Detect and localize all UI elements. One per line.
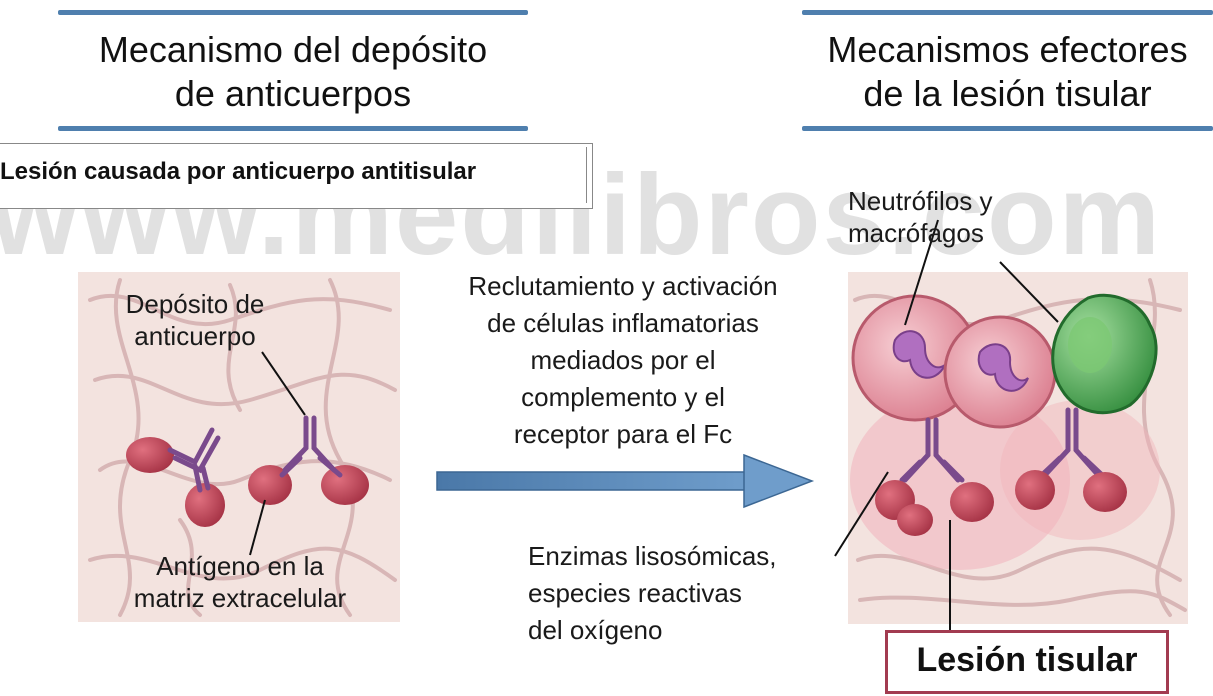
antigen-1b bbox=[185, 483, 225, 527]
antigen-2b bbox=[321, 465, 369, 505]
label-enzymes-2: especies reactivas bbox=[528, 578, 742, 608]
right-complex-2 bbox=[1015, 407, 1127, 512]
label-neutrophils-1: Neutrófilos y bbox=[848, 186, 993, 216]
header-right-title: Mecanismos efectores de la lesión tisula… bbox=[802, 28, 1213, 116]
label-enzymes-3: del oxígeno bbox=[528, 615, 663, 645]
subtitle-box-inner bbox=[0, 147, 587, 203]
label-recruitment-3: mediados por el bbox=[530, 345, 716, 375]
subtitle: Lesión causada por anticuerpo antitisula… bbox=[0, 158, 477, 185]
label-antibody-deposit-1: Depósito de bbox=[125, 289, 265, 319]
header-left-bottom-line bbox=[58, 126, 528, 131]
header-right-line2: de la lesión tisular bbox=[863, 73, 1152, 114]
antigen-1a bbox=[126, 437, 174, 473]
label-recruitment: Reclutamiento y activación de células in… bbox=[408, 268, 838, 453]
right-complex-1 bbox=[875, 417, 994, 536]
label-enzymes-1: Enzimas lisosómicas, bbox=[528, 541, 777, 571]
macrophage bbox=[1051, 293, 1158, 415]
left-fibers bbox=[88, 278, 397, 617]
label-antibody-deposit: Depósito de anticuerpo bbox=[90, 288, 300, 352]
label-antigen-matrix-1: Antígeno en la bbox=[156, 551, 324, 581]
header-left-top-line bbox=[58, 10, 528, 15]
label-antigen-matrix-2: matriz extracelular bbox=[133, 583, 347, 613]
antigen-antibody-complex-2 bbox=[248, 415, 369, 505]
label-enzymes: Enzimas lisosómicas, especies reactivas … bbox=[528, 538, 858, 649]
header-left-line1: Mecanismo del depósito bbox=[98, 29, 488, 70]
label-antigen-matrix: Antígeno en la matriz extracelular bbox=[80, 550, 400, 614]
antigen-antibody-complex-1 bbox=[126, 427, 225, 527]
label-recruitment-5: receptor para el Fc bbox=[513, 419, 733, 449]
label-antibody-deposit-2: anticuerpo bbox=[134, 321, 256, 351]
header-left-line2: de anticuerpos bbox=[174, 73, 412, 114]
label-recruitment-1: Reclutamiento y activación bbox=[468, 271, 778, 301]
tissue-injury-label: Lesión tisular bbox=[916, 641, 1138, 679]
recruitment-arrow bbox=[436, 453, 815, 509]
tissue-injury-box: Lesión tisular bbox=[885, 630, 1169, 694]
label-recruitment-4: complemento y el bbox=[521, 382, 725, 412]
left-pointers bbox=[249, 351, 306, 556]
label-neutrophils-macrophages: Neutrófilos y macrófagos bbox=[848, 185, 1068, 249]
label-neutrophils-2: macrófagos bbox=[848, 218, 984, 248]
neutrophil-2 bbox=[943, 315, 1057, 429]
header-right-line1: Mecanismos efectores bbox=[827, 29, 1188, 70]
header-left-title: Mecanismo del depósito de anticuerpos bbox=[58, 28, 528, 116]
right-pointers bbox=[834, 219, 1059, 630]
subtitle-box: Lesión causada por anticuerpo antitisula… bbox=[0, 143, 593, 209]
header-right-bottom-line bbox=[802, 126, 1213, 131]
header-right-top-line bbox=[802, 10, 1213, 15]
label-recruitment-2: de células inflamatorias bbox=[487, 308, 759, 338]
